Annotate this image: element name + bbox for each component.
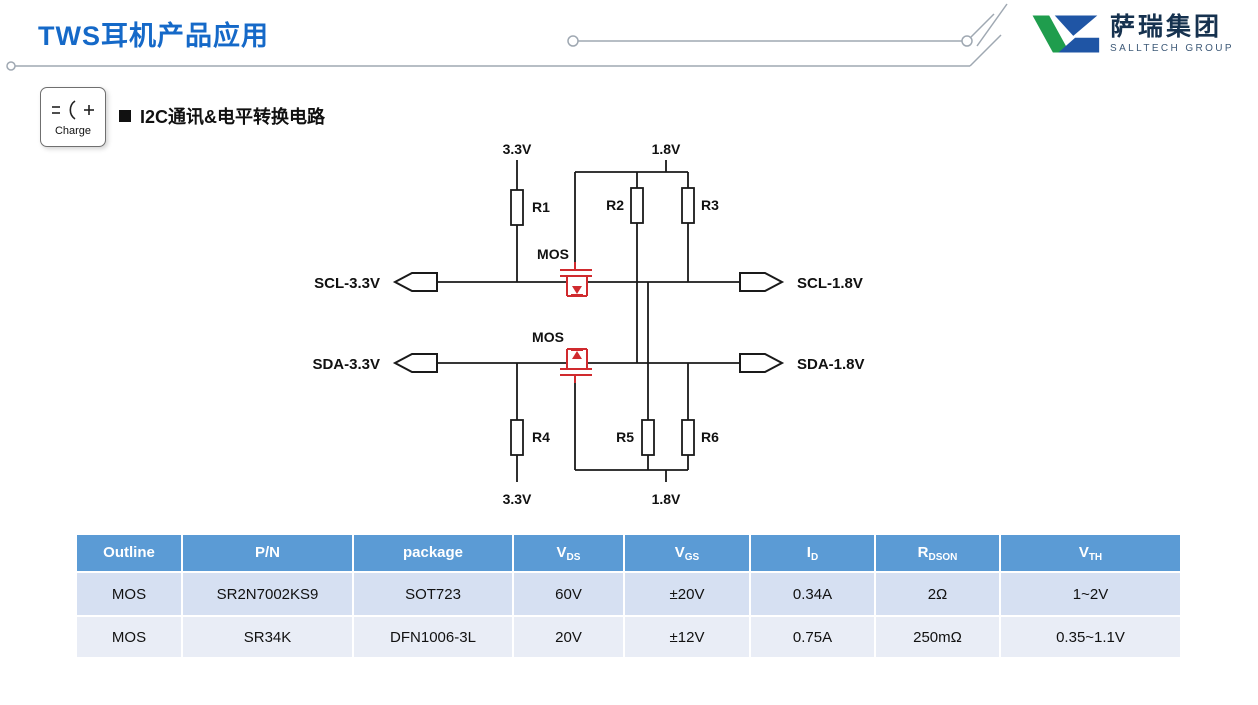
- header-text: Outline: [103, 543, 155, 561]
- table-cell: 0.34A: [749, 571, 876, 617]
- resistors: [510, 187, 695, 456]
- table-cell: SR2N7002KS9: [181, 571, 354, 617]
- circuit-labels: 3.3V 1.8V R1 R2 R3 MOS SCL-3.3V SCL-1.8V…: [312, 141, 864, 507]
- header-text: package: [402, 543, 464, 561]
- table-row: MOS SR2N7002KS9 SOT723 60V ±20V 0.34A 2Ω…: [75, 571, 1182, 617]
- port-label-scl-3v3: SCL-3.3V: [314, 275, 380, 292]
- resistor-r1: [510, 189, 524, 226]
- resistor-r2: [630, 187, 644, 224]
- table-cell: SR34K: [181, 615, 354, 659]
- header-text: V: [674, 543, 685, 561]
- salltech-logo-icon: [1032, 15, 1100, 53]
- logo-subtitle: SALLTECH GROUP: [1110, 43, 1234, 55]
- supply-label-top-left: 3.3V: [503, 141, 532, 157]
- resistor-label-r3: R3: [701, 197, 719, 213]
- header-text: V: [556, 543, 567, 561]
- level-shifter-circuit: 3.3V 1.8V R1 R2 R3 MOS SCL-3.3V SCL-1.8V…: [312, 141, 864, 507]
- col-header-package: package: [352, 533, 514, 573]
- col-header-vgs: VGS: [623, 533, 751, 573]
- resistor-label-r5: R5: [616, 429, 634, 445]
- logo: 萨瑞集团 SALLTECH GROUP: [1027, 8, 1234, 60]
- table-cell: MOS: [75, 571, 183, 617]
- resistor-label-r2: R2: [606, 197, 624, 213]
- circuit-wires: [437, 160, 740, 482]
- resistor-label-r6: R6: [701, 429, 719, 445]
- header-subscript: DSON: [928, 551, 958, 563]
- table-cell: 1~2V: [999, 571, 1182, 617]
- header-subscript: TH: [1088, 551, 1103, 563]
- scl-3v3-port-tag: [392, 272, 438, 292]
- col-header-outline: Outline: [75, 533, 183, 573]
- section-bullet-icon: [119, 110, 131, 122]
- port-label-scl-1v8: SCL-1.8V: [797, 275, 863, 292]
- table-cell: 0.35~1.1V: [999, 615, 1182, 659]
- table-cell: ±20V: [623, 571, 751, 617]
- spec-table: Outline P/N package VDS VGS ID RDSON VTH…: [75, 533, 1182, 659]
- mos-label-sda: MOS: [532, 329, 564, 345]
- table-cell: 0.75A: [749, 615, 876, 659]
- mosfet-sda-symbol: [560, 348, 592, 383]
- logo-company-name: 萨瑞集团: [1110, 12, 1223, 41]
- resistor-r3: [681, 187, 695, 224]
- port-label-sda-1v8: SDA-1.8V: [797, 356, 865, 373]
- mosfet-scl-symbol: [560, 262, 592, 297]
- table-cell: 2Ω: [874, 571, 1001, 617]
- resistor-label-r1: R1: [532, 199, 550, 215]
- charge-label: Charge: [54, 125, 92, 137]
- header-text: P/N: [254, 543, 280, 561]
- table-cell: ±12V: [623, 615, 751, 659]
- supply-label-bottom-left: 3.3V: [503, 491, 532, 507]
- port-label-sda-3v3: SDA-3.3V: [312, 356, 380, 373]
- scl-1v8-port-tag: [739, 272, 785, 292]
- table-row: MOS SR34K DFN1006-3L 20V ±12V 0.75A 250m…: [75, 615, 1182, 659]
- header-text: V: [1078, 543, 1089, 561]
- section-heading: I2C通讯&电平转换电路: [119, 103, 325, 129]
- charge-card: Charge: [40, 87, 106, 147]
- resistor-r4: [510, 419, 524, 456]
- mos-label-scl: MOS: [537, 246, 569, 262]
- charge-battery-icon: [52, 100, 94, 120]
- table-cell: 250mΩ: [874, 615, 1001, 659]
- resistor-label-r4: R4: [532, 429, 550, 445]
- sda-1v8-port-tag: [739, 353, 785, 373]
- header-subscript: GS: [684, 551, 700, 563]
- table-cell: 20V: [512, 615, 625, 659]
- page-title: TWS耳机产品应用: [38, 21, 269, 51]
- col-header-pn: P/N: [181, 533, 354, 573]
- sda-3v3-port-tag: [392, 353, 438, 373]
- table-header-row: Outline P/N package VDS VGS ID RDSON VTH: [75, 533, 1182, 573]
- header-subscript: DS: [566, 551, 581, 563]
- col-header-vth: VTH: [999, 533, 1182, 573]
- supply-label-bottom-right: 1.8V: [652, 491, 681, 507]
- resistor-r5: [641, 419, 655, 456]
- port-tags: [392, 272, 785, 373]
- section-title: I2C通讯&电平转换电路: [140, 107, 326, 127]
- col-header-vds: VDS: [512, 533, 625, 573]
- table-cell: SOT723: [352, 571, 514, 617]
- header-text: I: [806, 543, 811, 561]
- table-cell: MOS: [75, 615, 183, 659]
- supply-label-top-right: 1.8V: [652, 141, 681, 157]
- table-cell: DFN1006-3L: [352, 615, 514, 659]
- header-text: R: [917, 543, 929, 561]
- table-cell: 60V: [512, 571, 625, 617]
- header-subscript: D: [810, 551, 819, 563]
- col-header-rdson: RDSON: [874, 533, 1001, 573]
- resistor-r6: [681, 419, 695, 456]
- logo-text: 萨瑞集团 SALLTECH GROUP: [1110, 12, 1234, 55]
- col-header-id: ID: [749, 533, 876, 573]
